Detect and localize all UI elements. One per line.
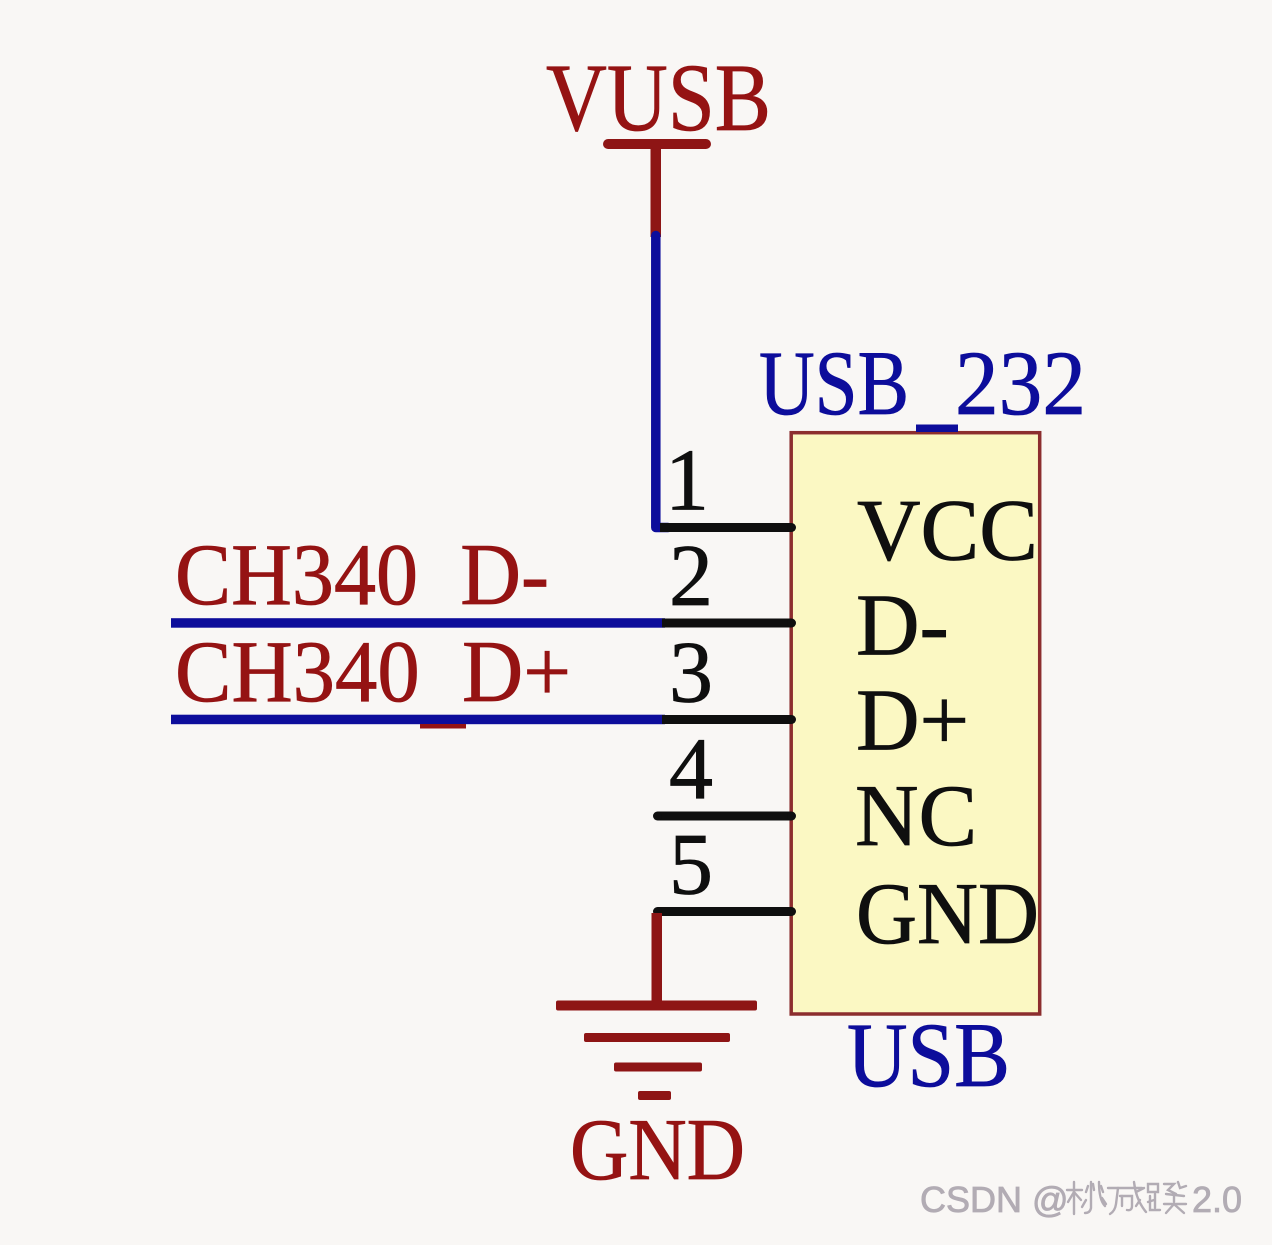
svg-text:2: 2 bbox=[669, 528, 713, 625]
svg-text:USB: USB bbox=[759, 332, 909, 434]
svg-text:232: 232 bbox=[955, 332, 1086, 434]
svg-text:CH340_D+: CH340_D+ bbox=[175, 624, 571, 721]
svg-text:5: 5 bbox=[669, 817, 713, 914]
svg-text:CH340_D-: CH340_D- bbox=[175, 527, 549, 624]
svg-text:1: 1 bbox=[665, 433, 709, 530]
svg-text:4: 4 bbox=[669, 721, 713, 818]
svg-text:3: 3 bbox=[669, 625, 713, 722]
svg-text:USB: USB bbox=[847, 1004, 1010, 1106]
svg-text:VCC: VCC bbox=[857, 483, 1038, 580]
svg-text:GND: GND bbox=[856, 866, 1039, 963]
svg-text:CSDN @: CSDN @ bbox=[920, 1179, 1069, 1220]
svg-text:VUSB: VUSB bbox=[546, 44, 771, 151]
svg-text:NC: NC bbox=[855, 768, 977, 865]
svg-text:GND: GND bbox=[570, 1102, 745, 1199]
svg-text:2.0: 2.0 bbox=[1192, 1179, 1242, 1220]
svg-text:D-: D- bbox=[856, 578, 949, 675]
svg-text:D+: D+ bbox=[856, 673, 969, 770]
